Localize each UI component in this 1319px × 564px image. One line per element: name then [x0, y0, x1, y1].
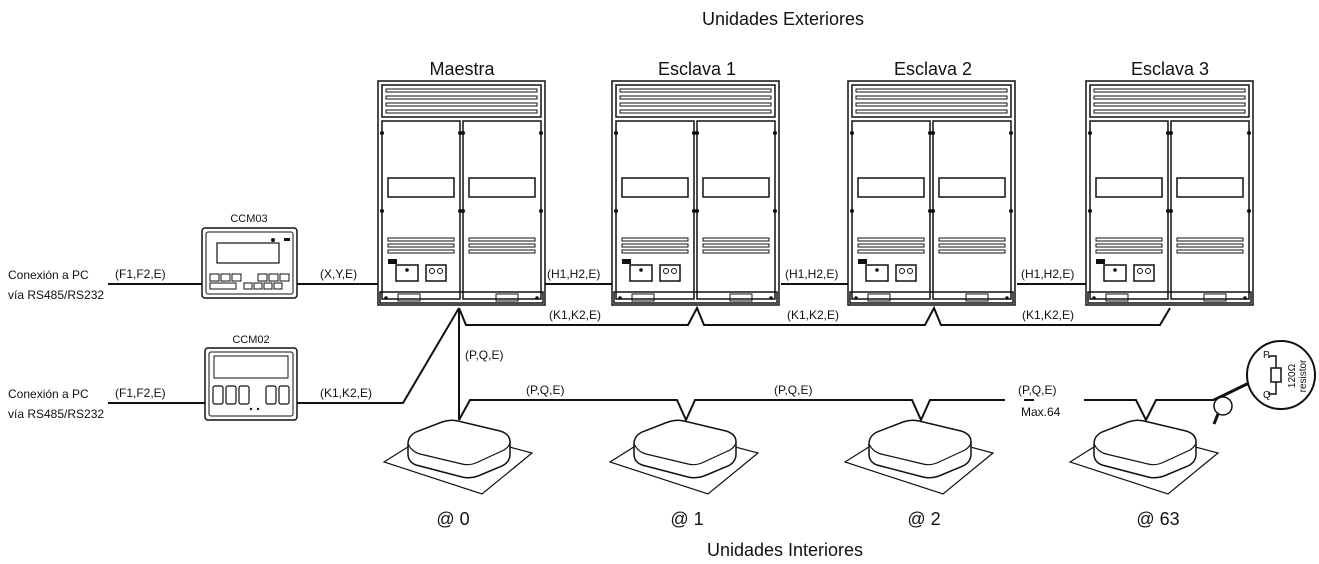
unit-label-slave3: Esclava 3 [1131, 59, 1209, 79]
wire-label-h-3: (H1,H2,E) [1021, 267, 1074, 281]
terminator-pin-q: Q [1263, 390, 1271, 401]
ccm02-master-link [297, 307, 460, 404]
wire-label-h-2: (H1,H2,E) [785, 267, 838, 281]
resistor-icon [1270, 367, 1282, 383]
k-bus [458, 305, 1171, 326]
wire-label-pq-3: (P,Q,E) [1018, 383, 1056, 397]
wire-label-k-1: (K1,K2,E) [549, 308, 601, 322]
unit-label-slave2: Esclava 2 [894, 59, 972, 79]
pc-connection-1-line1: Conexión a PC [8, 268, 89, 282]
wire-label-k1k2e-ccm02: (K1,K2,E) [320, 386, 372, 400]
terminator-word: resistor [1298, 359, 1309, 392]
indoor-address-63: @ 63 [1136, 509, 1179, 529]
outdoor-unit-master [377, 80, 546, 306]
wire-label-pq-drop: (P,Q,E) [465, 348, 503, 362]
probe-icon [1213, 396, 1233, 416]
wire-label-h-1: (H1,H2,E) [547, 267, 600, 281]
wire-label-pq-2: (P,Q,E) [774, 383, 812, 397]
title-outdoor: Unidades Exteriores [702, 9, 864, 29]
wire-label-k-2: (K1,K2,E) [787, 308, 839, 322]
terminator-resistor [1212, 340, 1316, 425]
pc-connection-1-line2: vía RS485/RS232 [8, 288, 104, 302]
outdoor-unit-slave2 [847, 80, 1016, 306]
wire-label-f1f2e-1: (F1,F2,E) [115, 267, 166, 281]
unit-label-slave1: Esclava 1 [658, 59, 736, 79]
ccm03-controller[interactable] [201, 227, 298, 299]
wire-label-f1f2e-2: (F1,F2,E) [115, 386, 166, 400]
unit-label-master: Maestra [429, 59, 495, 79]
outdoor-unit-slave1 [611, 80, 780, 306]
outdoor-unit-slave3 [1085, 80, 1254, 306]
wire-label-pq-1: (P,Q,E) [526, 383, 564, 397]
indoor-unit-0 [382, 419, 534, 495]
indoor-address-2: @ 2 [907, 509, 940, 529]
pq-bus-1 [458, 399, 1005, 423]
indoor-address-1: @ 1 [670, 509, 703, 529]
wire-label-xye: (X,Y,E) [320, 267, 357, 281]
indoor-unit-2 [843, 419, 995, 495]
indoor-unit-1 [608, 419, 760, 495]
ccm02-controller[interactable] [204, 347, 298, 421]
wire-label-k-3: (K1,K2,E) [1022, 308, 1074, 322]
title-indoor: Unidades Interiores [707, 540, 863, 560]
indoor-address-0: @ 0 [436, 509, 469, 529]
terminator-pin-p: P [1263, 350, 1270, 361]
pq-bus-2 [1084, 399, 1200, 423]
pc-connection-2-line1: Conexión a PC [8, 387, 89, 401]
terminator-value: 120Ω [1287, 363, 1298, 388]
ccm03-label: CCM03 [230, 213, 267, 225]
indoor-unit-3 [1068, 419, 1220, 495]
max-note: Max.64 [1021, 405, 1061, 419]
pc-connection-2-line2: vía RS485/RS232 [8, 407, 104, 421]
ccm02-label: CCM02 [232, 334, 269, 346]
